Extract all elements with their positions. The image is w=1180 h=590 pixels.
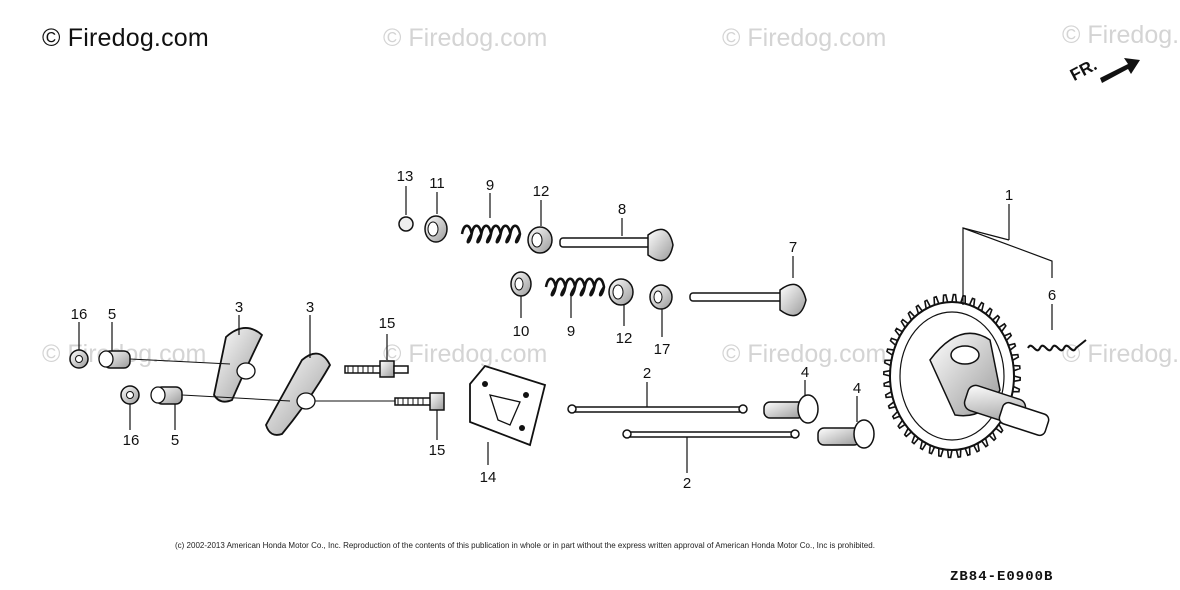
spring-retainer-10 <box>510 271 532 297</box>
spring-seat-12-upper <box>527 226 553 254</box>
rocker-pivot-upper <box>98 350 131 369</box>
watermark: © Firedog.com <box>1062 21 1180 49</box>
valve-spring-upper <box>460 224 522 244</box>
callout-8: 8 <box>618 201 626 218</box>
callout-16-lower: 16 <box>123 432 140 449</box>
rocker-stud-lower <box>394 392 445 411</box>
callout-15-lower: 15 <box>429 442 446 459</box>
rocker-pivot-lower <box>150 386 183 405</box>
pushrod-guide-plate <box>469 364 547 447</box>
firedog-logo-text: © Firedog.com <box>42 24 209 52</box>
callout-1: 1 <box>1005 187 1013 204</box>
callout-6: 6 <box>1048 287 1056 304</box>
spring <box>1027 339 1087 352</box>
pushrod-lower <box>622 429 800 439</box>
tappet-upper <box>763 394 819 424</box>
callout-2-upper: 2 <box>643 365 651 382</box>
exhaust-valve <box>689 283 807 317</box>
callout-17: 17 <box>654 341 671 358</box>
watermark: © Firedog.com <box>383 340 548 368</box>
rocker-nut-upper <box>69 349 89 369</box>
valve-cotter-13 <box>398 216 414 232</box>
callout-leaders <box>78 186 1053 473</box>
diagram-code: ZB84-E0900B <box>950 569 1054 585</box>
callout-4-upper: 4 <box>801 364 809 381</box>
rocker-nut-lower <box>120 385 140 405</box>
pushrod-upper <box>567 404 748 414</box>
copyright-notice: (c) 2002-2013 American Honda Motor Co., … <box>175 541 875 550</box>
callout-15-upper: 15 <box>379 315 396 332</box>
callout-9-lower: 9 <box>567 323 575 340</box>
callout-2-lower: 2 <box>683 475 691 492</box>
intake-valve <box>559 228 674 262</box>
rocker-arm-right <box>265 352 332 436</box>
valve-spring-lower <box>544 277 606 297</box>
front-arrow-icon <box>1100 58 1140 83</box>
spring-retainer-11 <box>424 215 448 243</box>
callout-12-lower: 12 <box>616 330 633 347</box>
callout-12-upper: 12 <box>533 183 550 200</box>
callout-10: 10 <box>513 323 530 340</box>
watermark: © Firedog.com <box>383 24 548 52</box>
callout-5-lower: 5 <box>171 432 179 449</box>
callout-13: 13 <box>397 168 414 185</box>
watermark: © Firedog.com <box>722 24 887 52</box>
spring-seat-12-lower <box>608 278 634 306</box>
camshaft-gear <box>882 293 1050 459</box>
callout-16-upper: 16 <box>71 306 88 323</box>
callout-14: 14 <box>480 469 497 486</box>
callout-3-right: 3 <box>306 299 314 316</box>
rocker-stud-upper <box>344 360 409 378</box>
tappet-lower <box>817 419 875 449</box>
assembly-lines <box>129 358 395 402</box>
callout-5-upper: 5 <box>108 306 116 323</box>
callout-9-upper: 9 <box>486 177 494 194</box>
callout-3-left: 3 <box>235 299 243 316</box>
watermark: © Firedog.com <box>722 340 887 368</box>
rocker-arm-left <box>213 327 264 403</box>
callout-4-lower: 4 <box>853 380 861 397</box>
callout-7: 7 <box>789 239 797 256</box>
callout-11: 11 <box>429 175 445 192</box>
valve-rotator-17 <box>649 284 673 310</box>
